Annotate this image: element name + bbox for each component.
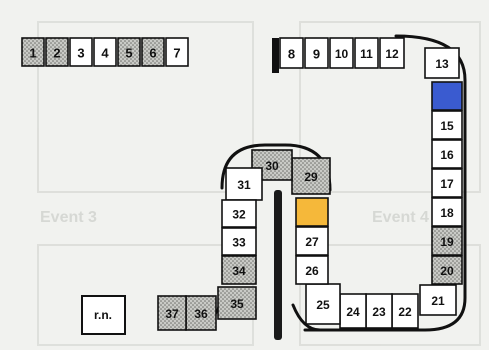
square-4[interactable]: 4 [94, 38, 116, 66]
square-7[interactable]: 7 [166, 38, 188, 66]
square-31[interactable]: 31 [226, 168, 262, 200]
square-6[interactable]: 6 [142, 38, 164, 66]
square-18[interactable]: 18 [432, 198, 462, 226]
background-event-4-label: Event 4 [372, 209, 429, 226]
square-20[interactable]: 20 [432, 256, 462, 284]
square-10-number: 10 [335, 47, 349, 61]
square-26[interactable]: 26 [296, 256, 328, 284]
square-14[interactable] [432, 82, 462, 110]
square-28-cell [296, 198, 328, 226]
square-5-number: 5 [125, 46, 132, 61]
square-12-number: 12 [385, 47, 399, 61]
square-33-number: 33 [232, 236, 246, 250]
square-16[interactable]: 16 [432, 140, 462, 168]
square-26-number: 26 [305, 264, 319, 278]
square-37[interactable]: 37 [158, 296, 186, 330]
square-28[interactable] [296, 198, 328, 226]
square-31-number: 31 [237, 178, 251, 192]
square-27-number: 27 [305, 235, 319, 249]
square-8[interactable]: 8 [280, 38, 303, 68]
square-16-number: 16 [440, 148, 454, 162]
square-34-number: 34 [232, 264, 246, 278]
square-4-number: 4 [101, 46, 109, 61]
square-30-number: 30 [265, 159, 279, 173]
square-2-number: 2 [53, 46, 60, 61]
square-29[interactable]: 29 [292, 158, 330, 194]
square-21[interactable]: 21 [420, 285, 456, 315]
square-32[interactable]: 32 [222, 200, 256, 227]
square-9[interactable]: 9 [305, 38, 328, 68]
square-24[interactable]: 24 [340, 294, 366, 328]
top-divider-bar [272, 38, 279, 73]
square-25[interactable]: 25 [306, 284, 340, 324]
square-12[interactable]: 12 [380, 38, 404, 68]
square-27[interactable]: 27 [296, 227, 328, 255]
square-25-number: 25 [316, 298, 330, 312]
start-box[interactable]: r.n. [82, 296, 125, 334]
center-divider [274, 190, 282, 340]
square-29-number: 29 [304, 170, 318, 184]
square-10[interactable]: 10 [330, 38, 353, 68]
square-2[interactable]: 2 [46, 38, 68, 66]
square-14-cell [432, 82, 462, 110]
square-11[interactable]: 11 [355, 38, 378, 68]
square-19-number: 19 [440, 235, 454, 249]
square-1-number: 1 [29, 46, 36, 61]
square-32-number: 32 [232, 208, 246, 222]
square-17-number: 17 [440, 177, 454, 191]
start-label: r.n. [94, 308, 112, 322]
square-22-number: 22 [398, 305, 412, 319]
square-3[interactable]: 3 [70, 38, 92, 66]
square-6-number: 6 [149, 46, 156, 61]
square-9-number: 9 [313, 47, 320, 62]
square-19[interactable]: 19 [432, 227, 462, 255]
square-18-number: 18 [440, 206, 454, 220]
square-23-number: 23 [372, 305, 386, 319]
square-21-number: 21 [431, 294, 445, 308]
square-17[interactable]: 17 [432, 169, 462, 197]
square-23[interactable]: 23 [366, 294, 392, 328]
square-13[interactable]: 13 [425, 48, 459, 78]
square-36-number: 36 [194, 307, 208, 321]
square-37-number: 37 [165, 307, 179, 321]
square-8-number: 8 [288, 47, 295, 62]
square-3-number: 3 [77, 46, 84, 61]
square-5[interactable]: 5 [118, 38, 140, 66]
square-35-number: 35 [230, 297, 244, 311]
square-36[interactable]: 36 [186, 296, 216, 330]
square-7-number: 7 [173, 46, 180, 61]
square-11-number: 11 [360, 47, 373, 61]
square-13-number: 13 [435, 57, 449, 71]
square-20-number: 20 [440, 264, 454, 278]
square-24-number: 24 [346, 305, 360, 319]
background-event-3-label: Event 3 [40, 209, 97, 226]
square-35[interactable]: 35 [218, 287, 256, 319]
square-33[interactable]: 33 [222, 228, 256, 255]
square-1[interactable]: 1 [22, 38, 44, 66]
square-15-number: 15 [440, 119, 454, 133]
square-15[interactable]: 15 [432, 111, 462, 139]
square-22[interactable]: 22 [392, 294, 418, 328]
square-34[interactable]: 34 [222, 256, 256, 284]
